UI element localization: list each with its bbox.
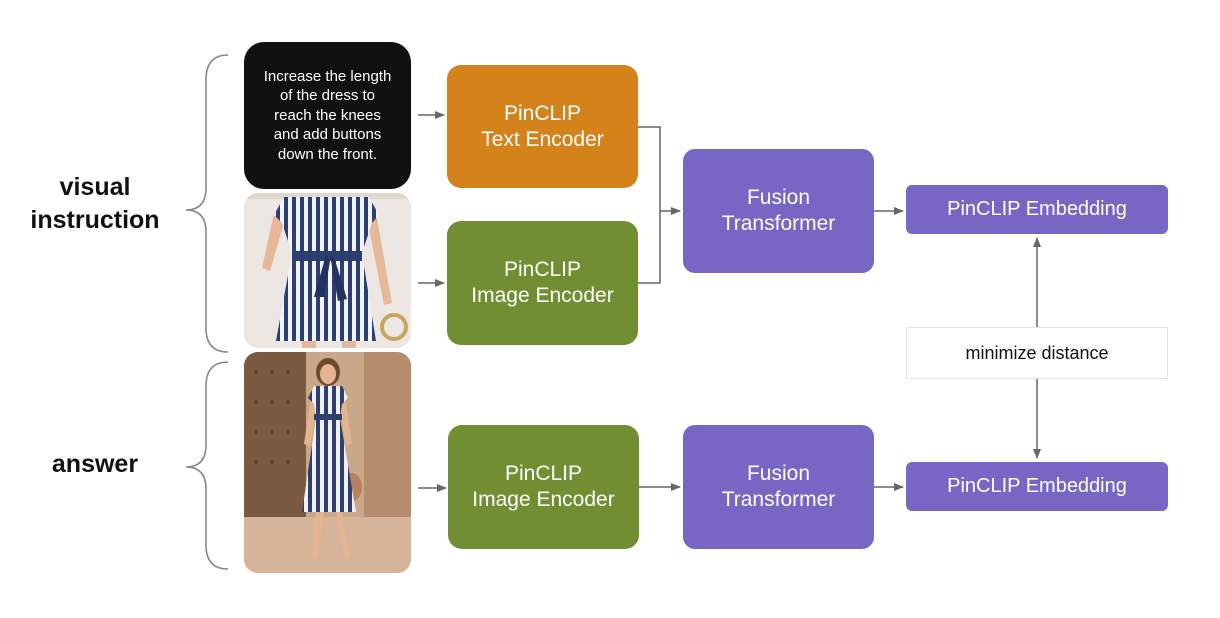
fusion-transformer-bottom-box: Fusion Transformer: [683, 425, 874, 549]
input-dress-photo: [244, 193, 411, 348]
answer-dress-photo: [244, 352, 411, 573]
label-visual-instruction: visual instruction: [30, 173, 160, 234]
brace-visual-instruction: [185, 54, 229, 353]
pinclip-embedding-top-box: PinCLIP Embedding: [906, 185, 1168, 234]
pinclip-embedding-bottom-box: PinCLIP Embedding: [906, 462, 1168, 511]
line-image-encoder-merge: [638, 211, 661, 284]
brace-answer: [185, 361, 229, 570]
minimize-distance-label: minimize distance: [906, 327, 1168, 379]
text-encoder-box: PinCLIP Text Encoder: [447, 65, 638, 188]
label-answer: answer: [51, 450, 139, 478]
line-text-encoder-merge: [638, 126, 661, 211]
fusion-transformer-top-box: Fusion Transformer: [683, 149, 874, 273]
instruction-text-box: Increase the length of the dress to reac…: [244, 42, 411, 189]
image-encoder-top-box: PinCLIP Image Encoder: [447, 221, 638, 345]
image-encoder-bottom-box: PinCLIP Image Encoder: [448, 425, 639, 549]
